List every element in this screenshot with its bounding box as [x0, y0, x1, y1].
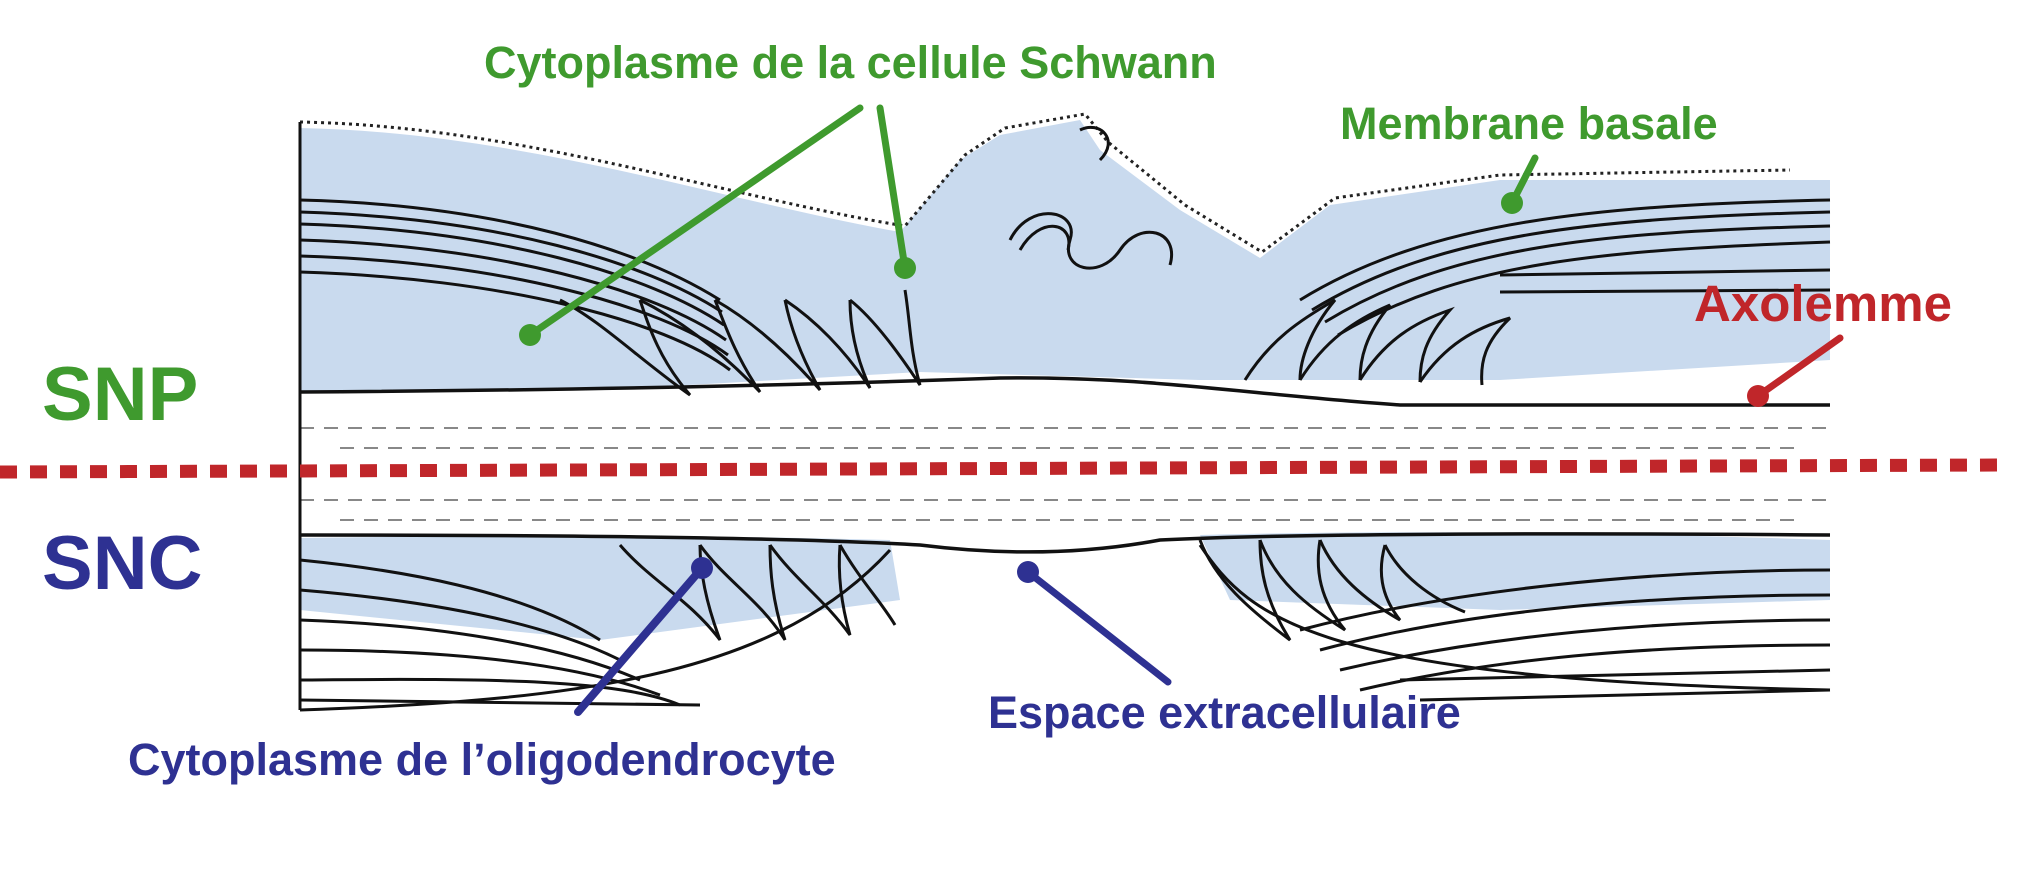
pointer-dot-extracellular — [1017, 561, 1039, 583]
pointer-axolemma — [1754, 334, 1844, 400]
axon-region — [300, 427, 1830, 521]
pointer-extracellular — [1024, 568, 1172, 686]
pointer-dot-oligodendrocyte — [691, 557, 713, 579]
pointer-schwann-left — [526, 104, 864, 339]
pointer-dot-schwann-left — [519, 324, 541, 346]
pointer-dot-basal-membrane — [1501, 192, 1523, 214]
basal-membrane-line — [299, 112, 1791, 254]
pointer-schwann-right — [876, 104, 909, 272]
pointer-dot-schwann-right — [894, 257, 916, 279]
oligodendrocyte-cytoplasm-area — [300, 535, 900, 640]
axolemma-label: Axolemme — [1694, 275, 1952, 332]
annotation-pointers — [519, 104, 1844, 716]
schwann-cytoplasm-label: Cytoplasme de la cellule Schwann — [484, 37, 1217, 88]
pointer-dot-axolemma — [1747, 385, 1769, 407]
pns-myelin-region — [299, 112, 1831, 407]
basal-membrane-label: Membrane basale — [1340, 98, 1718, 149]
pointer-oligodendrocyte — [574, 564, 706, 716]
pns-cns-divider — [0, 458, 2001, 479]
extracellular-space-label: Espace extracellulaire — [988, 687, 1461, 738]
oligodendrocyte-cytoplasm-label: Cytoplasme de l’oligodendrocyte — [128, 734, 836, 785]
cns-myelin-region — [299, 532, 1831, 712]
snp-label: SNP — [42, 352, 199, 437]
snc-label: SNC — [42, 521, 203, 606]
